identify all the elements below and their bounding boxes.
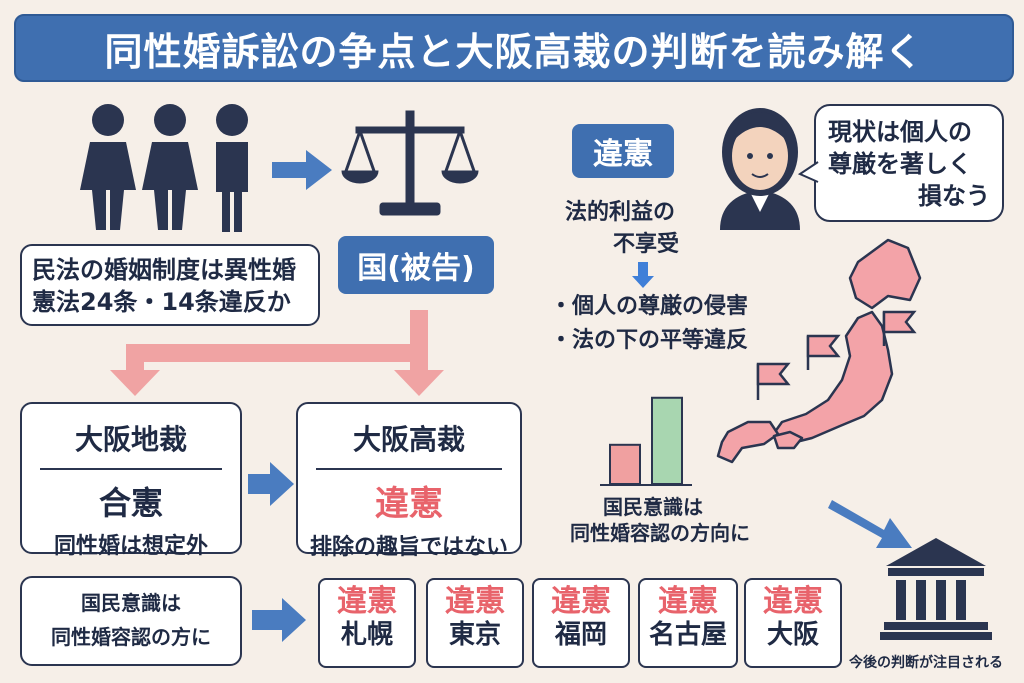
city-verdict: 違憲 (337, 584, 397, 619)
arrow-right-icon (272, 150, 332, 190)
unconstitutional-label: 違憲 (572, 124, 674, 178)
speech-bubble: 現状は個人の 尊厳を著しく 損なう (814, 104, 1004, 222)
couple-icon (80, 104, 248, 232)
arrow-down-icon (632, 262, 654, 288)
high-court-name: 大阪高裁 (352, 423, 465, 456)
japan-map-icon (716, 238, 922, 464)
city-verdict: 違憲 (445, 584, 505, 619)
legal-interest-line1: 法的利益の (564, 200, 675, 225)
district-verdict: 合憲 (98, 484, 163, 522)
speech-tail (798, 161, 819, 183)
high-court-card: 大阪高裁 違憲 排除の趣旨ではない (296, 402, 522, 560)
scale-icon (341, 110, 479, 216)
judge-avatar-icon (720, 108, 800, 230)
opinion-line2: 同性婚容認の方に (51, 625, 211, 649)
city-name: 名古屋 (648, 620, 727, 650)
city-card-nagoya: 違憲 名古屋 (638, 578, 738, 668)
opinion-card: 国民意識は 同性婚容認の方に (20, 576, 242, 666)
page-title: 同性婚訴訟の争点と大阪高裁の判断を読み解く (14, 14, 1014, 82)
district-reason: 同性婚は想定外 (53, 534, 208, 559)
city-verdict: 違憲 (551, 584, 611, 619)
bullet-dignity: ・個人の尊厳の侵害 (550, 294, 749, 319)
city-name: 大阪 (766, 620, 819, 650)
chart-bar-1 (651, 396, 683, 485)
bullet-equality: ・法の下の平等違反 (550, 328, 749, 353)
chart-bar-0 (609, 443, 641, 485)
city-name: 福岡 (554, 620, 607, 650)
claim-card: 民法の婚姻制度は異性婚 憲法24条・14条違反か (20, 244, 320, 326)
claim-line2: 憲法24条・14条違反か (32, 288, 291, 316)
defendant-label: 国(被告) (338, 236, 494, 294)
city-card-osaka: 違憲 大阪 (744, 578, 842, 668)
arrow-right-icon (248, 462, 294, 506)
legal-interest-line2: 不享受 (612, 232, 679, 257)
split-arrow (110, 310, 444, 396)
district-court-card: 大阪地裁 合憲 同性婚は想定外 (20, 402, 242, 559)
speech-line2: 尊厳を著しく (828, 150, 972, 178)
city-card-sapporo: 違憲 札幌 (318, 578, 416, 668)
speech-line3: 損なう (918, 182, 990, 210)
city-card-tokyo: 違憲 東京 (426, 578, 524, 668)
city-name: 札幌 (340, 620, 393, 650)
district-court-name: 大阪地裁 (74, 423, 187, 456)
supreme-note: 今後の判断が注目される (849, 655, 1003, 671)
high-verdict: 違憲 (375, 484, 443, 524)
city-verdict: 違憲 (658, 584, 718, 619)
city-card-fukuoka: 違憲 福岡 (532, 578, 630, 668)
city-name: 東京 (448, 620, 501, 650)
claim-line1: 民法の婚姻制度は異性婚 (32, 256, 296, 284)
chart-caption-line1: 国民意識は (603, 495, 703, 519)
arrow-diagonal-icon (828, 500, 912, 548)
speech-line1: 現状は個人の (828, 118, 972, 146)
opinion-line1: 国民意識は (81, 591, 181, 615)
opinion-bar-chart (600, 396, 692, 486)
supreme-court-icon (880, 538, 992, 640)
high-reason: 排除の趣旨ではない (309, 535, 508, 560)
arrow-right-icon (252, 598, 306, 642)
city-verdict: 違憲 (763, 584, 823, 619)
chart-caption-line2: 同性婚容認の方向に (570, 521, 750, 545)
